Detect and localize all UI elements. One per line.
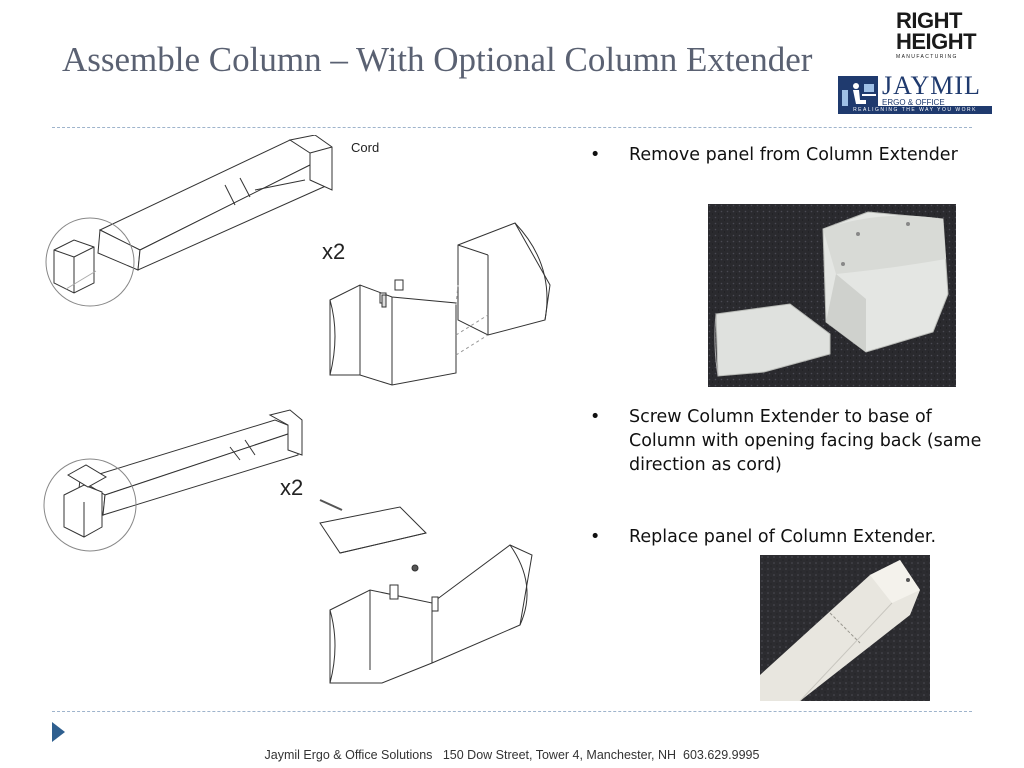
bullet-text: Replace panel of Column Extender.	[629, 527, 937, 547]
jaymil-logo: JAYMIL ERGO & OFFICE SOLUTIONS REALIGNIN…	[838, 72, 992, 116]
bullet-marker: •	[590, 527, 601, 547]
logo-company-name: JAYMIL	[882, 71, 981, 100]
logo-rh-line2: HEIGHT	[896, 29, 977, 54]
company-logo: RIGHT HEIGHT MANUFACTURING JAYMIL ERGO &…	[834, 10, 994, 120]
bullet-marker: •	[590, 407, 601, 427]
cord-label: Cord	[351, 140, 380, 155]
assembly-diagram: Cord x2 x2	[40, 134, 560, 705]
bullet-text: Screw Column Extender to base of Column …	[629, 407, 982, 475]
assembly-drawing	[43, 134, 551, 684]
triangle-right-icon[interactable]	[52, 722, 65, 742]
photo-extender-panel-removed	[708, 204, 956, 387]
logo-rh-sub: MANUFACTURING	[896, 54, 958, 60]
bottom-divider	[52, 711, 972, 712]
slide-title: Assemble Column – With Optional Column E…	[62, 40, 813, 79]
logo-slogan: REALIGNING THE WAY YOU WORK	[838, 106, 992, 114]
logo-rh-line1: RIGHT	[896, 8, 962, 33]
bullet-text: Remove panel from Column Extender	[629, 145, 958, 165]
right-height-logo: RIGHT HEIGHT MANUFACTURING	[896, 8, 977, 61]
bullet-marker: •	[590, 145, 601, 165]
footer-contact: Jaymil Ergo & Office Solutions 150 Dow S…	[264, 748, 760, 762]
top-divider	[52, 127, 972, 128]
quantity-label-top: x2	[322, 239, 346, 264]
quantity-label-bottom: x2	[280, 475, 304, 500]
photo-extender-panel-replaced	[760, 555, 930, 701]
